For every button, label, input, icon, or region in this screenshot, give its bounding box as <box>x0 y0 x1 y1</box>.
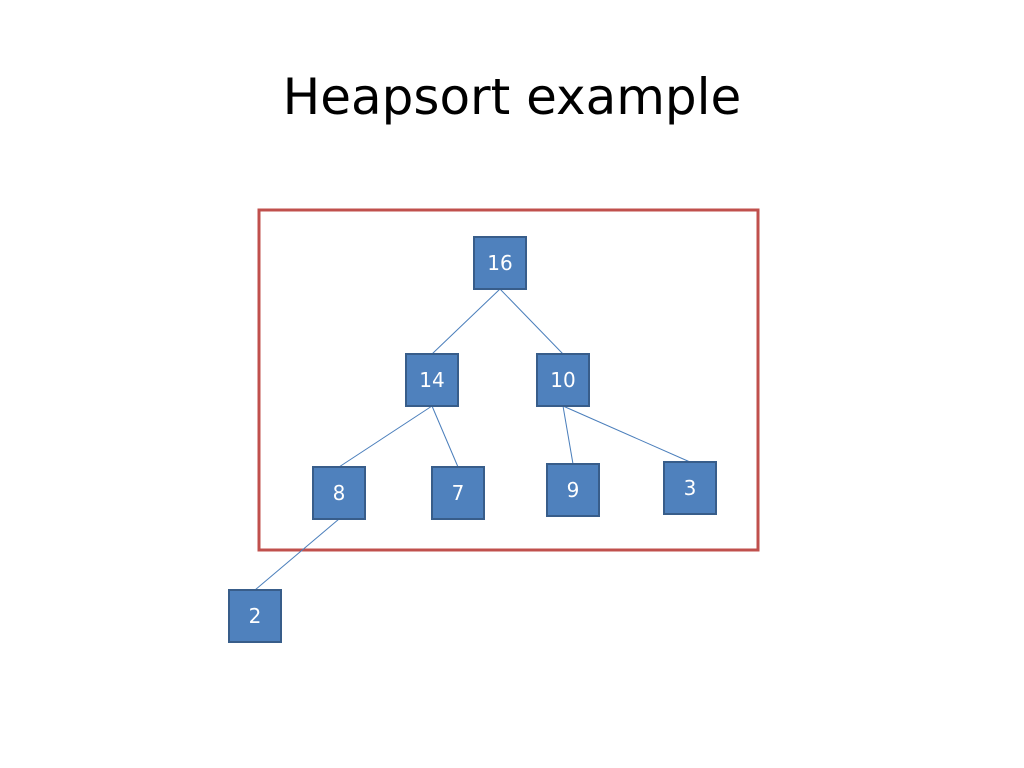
heap-node-box <box>536 353 590 407</box>
heap-node-label: 14 <box>419 368 444 392</box>
heap-node: 7 <box>431 466 485 520</box>
heap-node-box <box>405 353 459 407</box>
heap-node: 2 <box>228 589 282 643</box>
highlight-frame <box>257 208 760 552</box>
heap-node-label: 2 <box>249 604 262 628</box>
heap-node: 9 <box>546 463 600 517</box>
edges-layer <box>254 288 691 591</box>
heap-node-label: 10 <box>550 368 575 392</box>
heap-node-label: 7 <box>452 481 465 505</box>
heap-node-label: 16 <box>487 251 512 275</box>
edge-n1-n3 <box>338 405 433 468</box>
edge-n3-n7 <box>254 518 340 591</box>
edge-n0-n1 <box>431 288 501 355</box>
heap-node-box <box>663 461 717 515</box>
heap-node: 16 <box>473 236 527 290</box>
heap-node-box <box>546 463 600 517</box>
edge-n0-n2 <box>499 288 564 355</box>
heap-node-label: 9 <box>567 478 580 502</box>
heap-node-box <box>473 236 527 290</box>
heap-node-box <box>228 589 282 643</box>
slide-title: Heapsort example <box>282 68 742 126</box>
heap-node: 3 <box>663 461 717 515</box>
heap-node-box <box>431 466 485 520</box>
heap-node: 8 <box>312 466 366 520</box>
heap-node: 10 <box>536 353 590 407</box>
heap-node-box <box>312 466 366 520</box>
heap-node-label: 3 <box>684 476 697 500</box>
edge-n1-n4 <box>431 405 459 468</box>
edge-n2-n5 <box>562 405 574 465</box>
edge-n2-n6 <box>562 405 691 463</box>
heap-node-label: 8 <box>333 481 346 505</box>
nodes-layer: 16 14 10 8 7 9 3 2 <box>228 236 717 643</box>
heap-node: 14 <box>405 353 459 407</box>
